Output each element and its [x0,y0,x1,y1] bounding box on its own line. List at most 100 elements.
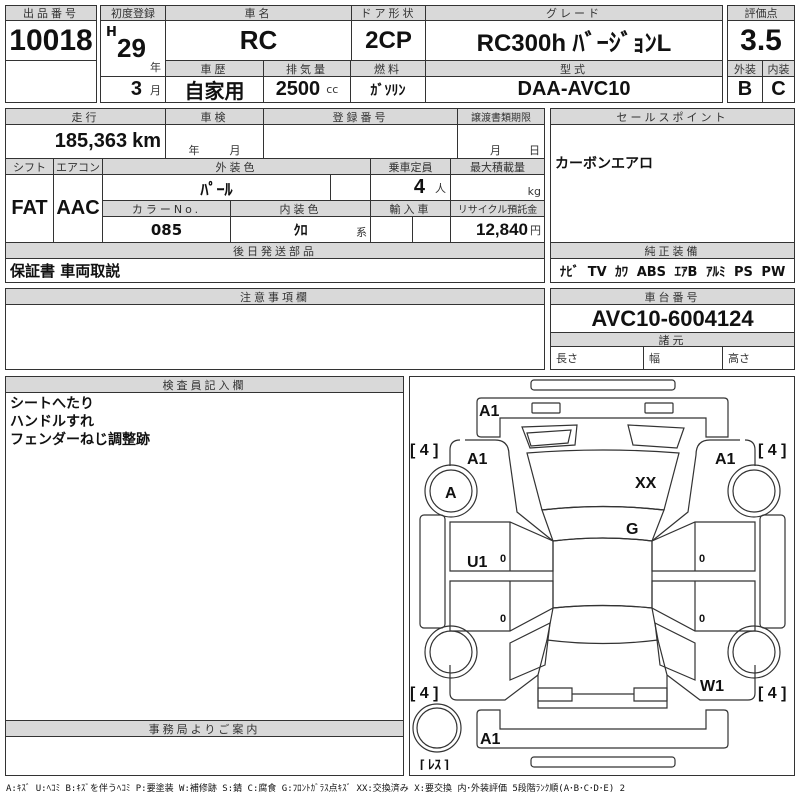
displacement-value: 2500 [275,78,321,100]
sales-point-header: セールスポイント [550,108,795,125]
right-side-skirt [759,514,786,629]
front-left-fender [449,439,554,542]
tail-lamps [537,687,668,702]
aircon: AAC [53,174,103,243]
max-load: kg [450,174,545,201]
mark-front-bumper: A1 [479,403,500,420]
int-color: ｸﾛ系 [230,216,371,243]
door-mark: 0 [699,613,705,625]
later-parts-header: 後日発送部品 [5,242,545,259]
mark-front-left-fender: A1 [467,451,488,468]
era: H [106,25,117,40]
inspector-line: シートへたり [10,396,94,412]
rear-left-fender [449,621,551,701]
capacity-header: 乗車定員 [370,158,451,175]
color-no: 085 [102,216,231,243]
transfer-date: 月日 [457,124,545,159]
lot-header: 出品番号 [5,5,97,21]
color-no-header: カラーNo. [102,200,231,217]
km-unit: km [132,130,161,152]
capacity-value: 4 [413,176,425,198]
shift: FAT [5,174,54,243]
ext-color: ﾊﾟｰﾙ [102,174,331,201]
reg-no-header: 登録番号 [263,108,458,125]
mark-rear-bumper: A1 [480,731,501,748]
capacity-unit: 人 [435,181,446,195]
inspector-line: ハンドルすれ [10,414,94,430]
spare-tire: [ ﾚｽ ] [420,757,449,770]
mark-windshield: G [626,521,638,538]
trunk [537,639,668,709]
first-reg-header: 初度登録 [100,5,166,21]
inspection-year-unit: 年 [188,144,200,157]
mark-front-left-door: U1 [467,554,488,571]
damage-diagram: A1 A1 A XX A1 G U1 W1 A1 [ 4 ] [ 4 ] [ 4… [409,376,795,776]
door-mark: 0 [500,553,506,565]
first-reg-year: H 29 年 [100,20,166,77]
rear-bumper-bar [530,756,676,768]
inspection-header: 車検 [165,108,264,125]
front-left-lamp [521,424,578,449]
int-color-header: 内装色 [230,200,371,217]
inspector-line: フェンダーねじ調整跡 [10,432,150,448]
lot-empty [5,60,97,103]
chassis-number: AVC10-6004124 [550,304,795,333]
aircon-header: エアコン [53,158,103,175]
rear-bumper [476,709,729,749]
front-right-fender [651,439,756,542]
grade: RC300h ﾊﾞｰｼﾞｮﾝL [425,20,723,61]
inspector-header: 検査員記入欄 [5,376,404,393]
cc-unit: cc [326,83,339,96]
import-a [370,216,413,243]
mark-front-right-fender: A1 [715,451,736,468]
model-header: 型式 [425,60,723,77]
car-diagram: A1 A1 A XX A1 G U1 W1 A1 [ 4 ] [ 4 ] [ 4… [410,379,786,770]
left-headlight [531,402,561,414]
history-header: 車歴 [165,60,264,77]
month-unit: 月 [150,83,161,97]
wheels [412,464,781,753]
car-name: RC [165,20,352,61]
office-notes [5,736,404,776]
shift-header: シフト [5,158,54,175]
front-right-lamp [627,424,685,449]
mileage-value: 185,363 [54,130,128,152]
inspector-notes: シートへたり ハンドルすれ フェンダーねじ調整跡 [5,392,404,721]
ext-color-header: 外装色 [102,158,371,175]
inspection-month-unit: 月 [229,144,241,157]
inspection-date: 年月 [165,124,264,159]
door-type: 2CP [351,20,426,61]
car-name-header: 車名 [165,5,352,21]
tire-rear-right: [ 4 ] [758,685,786,702]
max-load-header: 最大積載量 [450,158,545,175]
grade-header: グレード [425,5,723,21]
yen-unit: 円 [530,223,541,237]
right-doors [651,521,756,632]
sales-point: カーボンエアロ [550,124,795,243]
specs-header: 諸元 [550,332,795,347]
displacement: 2500 cc [263,76,351,103]
recycle-header: リサイクル預託金 [450,200,545,217]
door-mark: 0 [500,613,506,625]
notes [5,304,545,370]
ext-color-extra [330,174,371,201]
score: 3.5 [727,20,795,61]
width: 幅 [643,346,723,370]
rear-right-fender [654,621,756,701]
legend: A:ｷｽﾞ U:ﾍｺﾐ B:ｷｽﾞを伴うﾍｺﾐ P:要塗装 W:補修跡 S:錆 … [6,784,626,794]
roof [552,537,653,609]
rear-window [546,604,659,645]
history: 自家用 [165,76,264,103]
transfer-month-unit: 月 [490,144,501,157]
mileage-header: 走行 [5,108,166,125]
height: 高さ [722,346,795,370]
door-header: ドア形状 [351,5,426,21]
month: 3 [130,78,142,100]
model-code: DAA-AVC10 [425,76,723,103]
import-header: 輸入車 [370,200,451,217]
transfer-header: 譲渡書類期限 [457,108,545,125]
